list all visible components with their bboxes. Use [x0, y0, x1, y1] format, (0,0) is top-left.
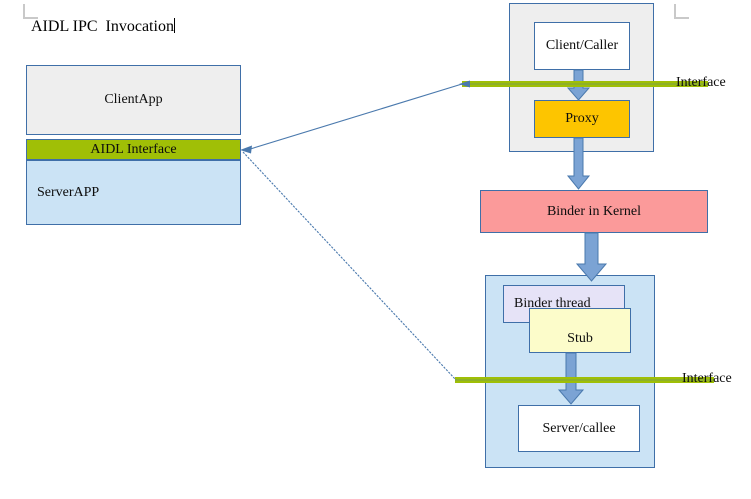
- stub-label: Stub: [567, 330, 593, 346]
- client-caller-box[interactable]: Client/Caller: [534, 22, 630, 70]
- proxy-box[interactable]: Proxy: [534, 100, 630, 138]
- top-left-margin-mark: [23, 4, 38, 19]
- text-caret: [173, 18, 175, 33]
- client-app-box[interactable]: ClientApp: [26, 65, 241, 135]
- connector-aidl-to-bottom-interface: [242, 151, 457, 381]
- client-app-label: ClientApp: [104, 92, 163, 107]
- connector-aidl-to-top-interface: [240, 83, 463, 154]
- page-title[interactable]: AIDL IPC Invocation: [31, 18, 175, 36]
- page-title-text: AIDL IPC Invocation: [31, 18, 174, 35]
- stub-box[interactable]: Stub: [529, 308, 631, 353]
- interface-label-bottom: Interface: [682, 371, 732, 386]
- aidl-interface-label: AIDL Interface: [90, 141, 177, 157]
- binder-in-kernel-label: Binder in Kernel: [546, 203, 642, 219]
- server-app-box[interactable]: ServerAPP: [26, 160, 241, 225]
- client-caller-label: Client/Caller: [545, 38, 619, 53]
- binder-in-kernel-box[interactable]: Binder in Kernel: [480, 190, 708, 233]
- server-callee-box[interactable]: Server/callee: [518, 405, 640, 452]
- aidl-interface-bar[interactable]: AIDL Interface: [26, 139, 241, 160]
- interface-line-top[interactable]: [459, 80, 708, 88]
- server-callee-label: Server/callee: [542, 420, 616, 436]
- interface-label-top: Interface: [676, 75, 726, 90]
- proxy-label: Proxy: [565, 111, 599, 126]
- arrow-proxy-to-kernel: [566, 137, 591, 190]
- server-app-label: ServerAPP: [37, 184, 100, 200]
- binder-thread-label: Binder thread: [514, 296, 591, 311]
- arrow-kernel-to-binder-thread: [575, 232, 608, 282]
- top-right-margin-mark: [674, 4, 689, 19]
